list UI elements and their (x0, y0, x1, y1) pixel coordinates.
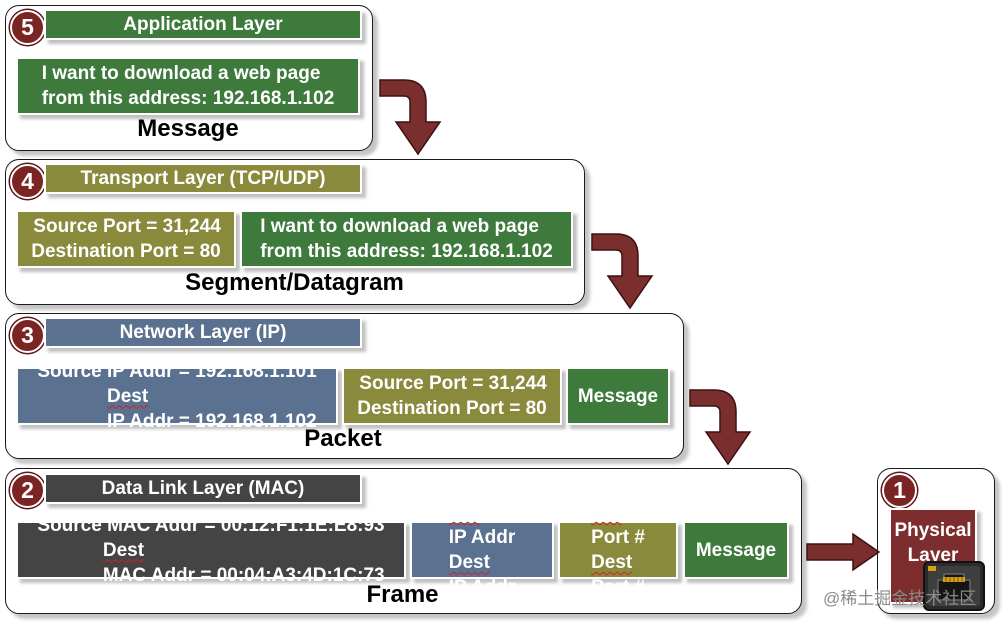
ethernet-port-icon (923, 561, 985, 611)
data-link-dest-mac-rest: MAC Addr = 00:04:A3:4D:1C:73 (102, 564, 385, 586)
network-port-box: Source Port = 31,244 Destination Port = … (342, 367, 562, 425)
data-link-dest-ip-prefix: Dest (448, 552, 490, 573)
arrow-4-to-3-icon (591, 233, 654, 310)
network-ip-box: Source IP Addr = 192.168.1.101 Dest IP A… (16, 361, 338, 432)
data-link-message-box: Message (683, 521, 789, 579)
data-link-source-mac: Source MAC Addr = 00:12:F1:1E:E8:93 (37, 514, 385, 536)
data-link-dest-mac-prefix: Dest (102, 539, 145, 561)
transport-message-box: I want to download a web page from this … (240, 210, 573, 268)
arrow-5-to-4-icon (379, 79, 442, 156)
transport-message-line-1: I want to download a web page (260, 216, 539, 237)
data-link-src-port-prefix: Src (591, 502, 622, 523)
data-link-dest-mac: Dest MAC Addr = 00:04:A3:4D:1C:73 (103, 538, 385, 588)
network-layer-header: Network Layer (IP) (44, 317, 362, 348)
watermark: @稀土掘金技术社区 (823, 589, 977, 608)
data-link-ip-box: Src IP Addr Dest IP Addr (410, 502, 554, 598)
data-link-src-ip-prefix: Src (448, 502, 480, 523)
transport-source-port: Source Port = 31,244 (33, 216, 221, 237)
data-link-port-box: Src Port # Dest Port # (558, 502, 678, 598)
layer-5-badge: 5 (10, 10, 45, 45)
network-dest-ip-rest: IP Addr = 192.168.1.102 (107, 410, 317, 432)
data-link-dest-ip: Dest IP Addr (449, 550, 516, 600)
data-link-caption: Frame (366, 581, 439, 608)
network-source-ip: Source IP Addr = 192.168.1.101 (37, 360, 317, 382)
application-message-box: I want to download a web page from this … (16, 57, 360, 115)
layer-4-badge: 4 (10, 164, 45, 199)
physical-layer-title-line-2: Layer (907, 545, 959, 566)
transport-destination-port: Destination Port = 80 (31, 241, 221, 262)
data-link-src-ip: Src IP Addr (449, 500, 516, 550)
data-link-layer-header: Data Link Layer (MAC) (44, 473, 362, 504)
layer-2-badge: 2 (10, 473, 45, 508)
data-link-dest-ip-rest: IP Addr (448, 577, 516, 598)
network-caption: Packet (304, 425, 382, 452)
transport-caption: Segment/Datagram (185, 269, 404, 296)
arrow-3-to-2-icon (689, 389, 752, 466)
data-link-dest-port-rest: Port # (591, 577, 645, 598)
physical-layer-title-line-1: Physical (894, 520, 972, 541)
transport-layer-header: Transport Layer (TCP/UDP) (44, 163, 362, 194)
application-message-line-1: I want to download a web page (41, 63, 321, 84)
network-destination-port: Destination Port = 80 (357, 398, 547, 419)
application-caption: Message (137, 115, 239, 142)
layer-1-badge: 1 (882, 473, 917, 508)
application-message-line-2: from this address: 192.168.1.102 (41, 88, 335, 109)
data-link-src-port-rest: Port # (591, 527, 645, 548)
application-layer-header: Application Layer (44, 9, 362, 40)
network-dest-ip-prefix: Dest (107, 385, 149, 407)
transport-port-box: Source Port = 31,244 Destination Port = … (16, 210, 236, 268)
arrow-2-to-1-icon (806, 532, 881, 572)
physical-layer-box: Physical Layer (889, 508, 977, 604)
network-dest-ip: Dest IP Addr = 192.168.1.102 (107, 384, 317, 434)
network-message-box: Message (566, 367, 670, 425)
data-link-dest-port: Dest Port # (591, 550, 645, 600)
data-link-src-ip-rest: IP Addr (448, 527, 516, 548)
transport-message-line-2: from this address: 192.168.1.102 (260, 241, 553, 262)
layer-3-badge: 3 (10, 318, 45, 353)
data-link-src-port: Src Port # (591, 500, 645, 550)
network-source-port: Source Port = 31,244 (359, 373, 547, 394)
data-link-mac-box: Source MAC Addr = 00:12:F1:1E:E8:93 Dest… (16, 515, 406, 586)
data-link-dest-port-prefix: Dest (591, 552, 633, 573)
